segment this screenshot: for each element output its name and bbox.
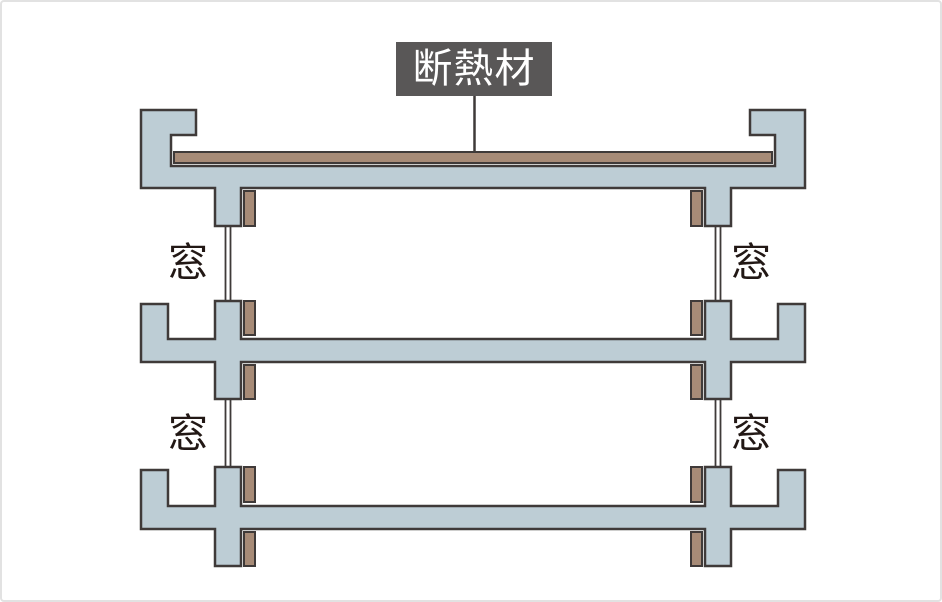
window-label-text: 窓 (168, 241, 208, 285)
window-label-top-right: 窓 (727, 241, 775, 285)
middle-floor-structure (139, 299, 807, 401)
column-insulation-strip (690, 364, 703, 400)
window-right-lower (714, 399, 722, 468)
column-insulation-strip (243, 466, 256, 503)
window-right-upper (714, 226, 722, 301)
window-label-text: 窓 (168, 412, 208, 456)
insulation-label-text: 断熱材 (412, 47, 536, 91)
window-label-bottom-right: 窓 (727, 412, 775, 456)
window-label-top-left: 窓 (164, 241, 212, 285)
column-insulation-strip (243, 190, 256, 227)
column-insulation-strip (690, 300, 703, 336)
bottom-floor-structure (139, 465, 807, 568)
column-insulation-strip (690, 190, 703, 227)
window-label-text: 窓 (731, 241, 771, 285)
insulation-callout-label: 断熱材 (396, 42, 552, 96)
column-insulation-strip (690, 531, 703, 567)
column-insulation-strip (690, 466, 703, 503)
window-left-upper (224, 226, 232, 301)
column-insulation-strip (243, 364, 256, 400)
window-label-text: 窓 (731, 412, 771, 456)
window-label-bottom-left: 窓 (164, 412, 212, 456)
column-insulation-strip (243, 300, 256, 336)
window-left-lower (224, 399, 232, 468)
roof-slab-structure (139, 108, 807, 228)
roof-insulation-strip (173, 151, 773, 164)
column-insulation-strip (243, 531, 256, 567)
